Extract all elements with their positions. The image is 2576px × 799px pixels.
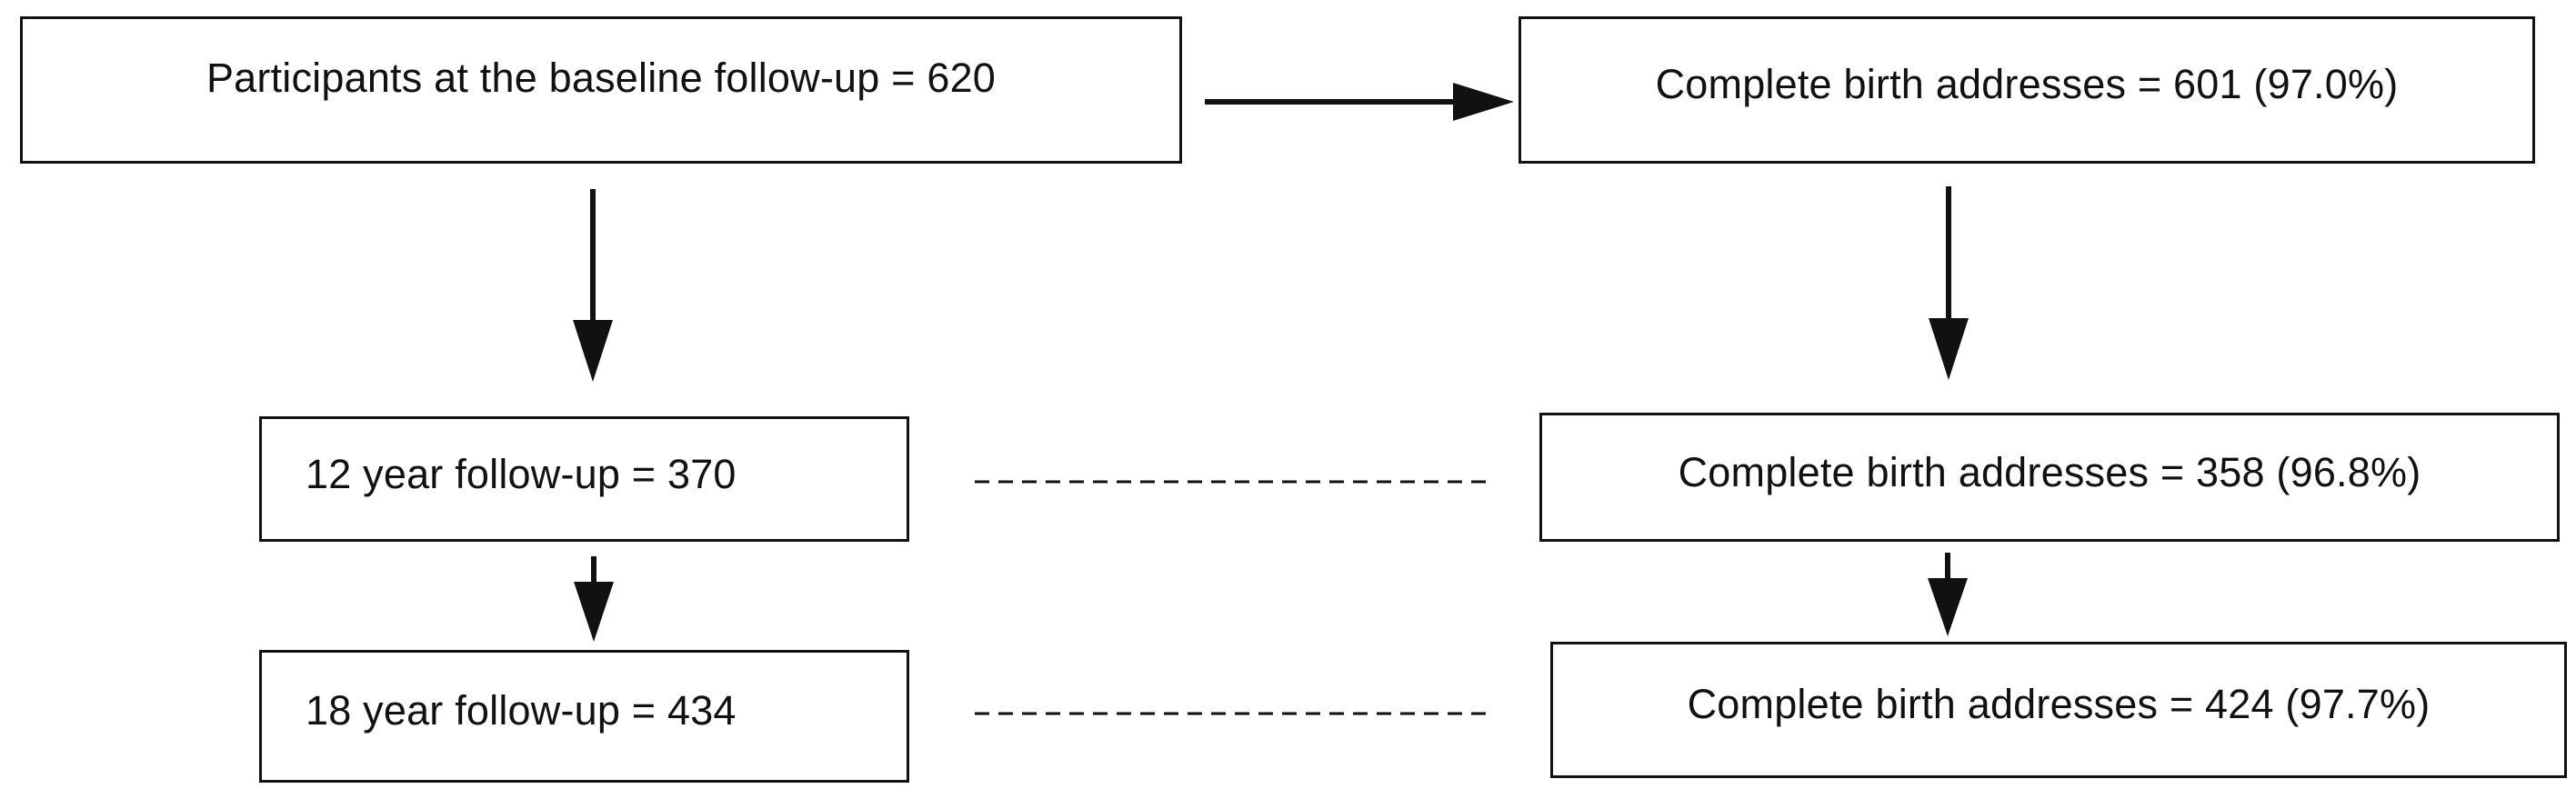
complete-birth-addresses-18-year-label: Complete birth addresses = 424 (97.7%) [1687, 681, 2431, 727]
followup-18-year-box: 18 year follow-up = 434 [259, 650, 909, 783]
arrow-complete-358-to-424 [1928, 553, 1968, 636]
complete-birth-addresses-18-year-box: Complete birth addresses = 424 (97.7%) [1550, 642, 2567, 778]
arrow-12-year-to-18-year [574, 556, 614, 642]
followup-12-year-label: 12 year follow-up = 370 [306, 451, 737, 497]
followup-12-year-box: 12 year follow-up = 370 [259, 416, 909, 542]
complete-birth-addresses-baseline-box: Complete birth addresses = 601 (97.0%) [1519, 16, 2535, 164]
baseline-participants-box: Participants at the baseline follow-up =… [20, 16, 1182, 164]
arrow-baseline-to-12-year [573, 189, 613, 382]
arrow-complete-601-to-358 [1929, 186, 1969, 380]
followup-18-year-label: 18 year follow-up = 434 [306, 687, 737, 734]
baseline-participants-label: Participants at the baseline follow-up =… [205, 55, 997, 101]
complete-birth-addresses-12-year-box: Complete birth addresses = 358 (96.8%) [1539, 413, 2560, 542]
complete-birth-addresses-12-year-label: Complete birth addresses = 358 (96.8%) [1678, 449, 2421, 495]
complete-birth-addresses-baseline-label: Complete birth addresses = 601 (97.0%) [1655, 61, 2399, 107]
arrow-baseline-to-complete [1205, 83, 1514, 121]
